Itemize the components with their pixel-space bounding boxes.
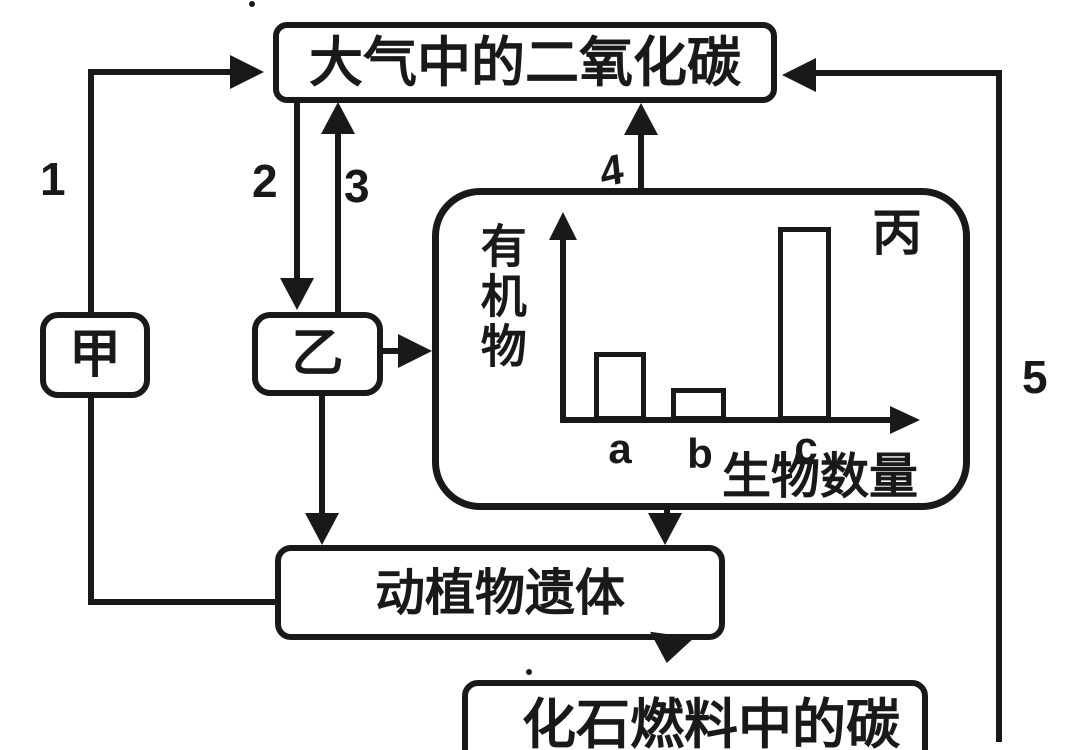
bing-panel-label: 丙 xyxy=(872,205,922,261)
node-jia-label: 甲 xyxy=(68,326,121,384)
flow-1-line-vertical xyxy=(88,69,94,315)
node-yi-label: 乙 xyxy=(291,325,344,383)
yi-to-bing-line xyxy=(383,348,401,354)
node-atmosphere-co2-label: 大气中的二氧化碳 xyxy=(309,32,741,93)
chart-x-axis-label: 生物数量 xyxy=(722,450,919,504)
flow-4-label: 4 xyxy=(597,144,626,197)
flow-2-arrowhead-icon xyxy=(280,278,314,310)
node-atmosphere-co2: 大气中的二氧化碳 xyxy=(273,22,777,103)
flow-1-arrowhead-icon xyxy=(230,55,264,89)
flow-2-line xyxy=(294,100,300,282)
flow-4-arrowhead-icon xyxy=(624,103,658,135)
chart-bar-a xyxy=(594,352,646,421)
chart-bar-b xyxy=(671,388,726,421)
flow-3-line xyxy=(335,130,341,314)
remains-to-jia-line-vertical xyxy=(88,395,94,605)
flow-5-line-horizontal xyxy=(812,70,1002,76)
bing-chart-panel xyxy=(432,188,970,510)
chart-bar-c xyxy=(778,227,831,421)
flow-5-arrowhead-icon xyxy=(782,58,816,92)
flow-2-label: 2 xyxy=(252,155,278,207)
chart-y-axis-label: 有机物 xyxy=(474,222,527,372)
yi-to-remains-line xyxy=(319,393,325,515)
flow-3-label: 3 xyxy=(344,160,370,212)
node-remains-label: 动植物遗体 xyxy=(375,564,625,621)
chart-y-axis xyxy=(560,238,566,423)
node-remains: 动植物遗体 xyxy=(275,545,725,640)
chart-x-axis xyxy=(560,417,892,423)
chart-category-b: b xyxy=(687,430,713,477)
chart-category-c: c xyxy=(794,423,818,470)
chart-y-axis-arrowhead-icon xyxy=(549,212,577,240)
node-jia: 甲 xyxy=(40,312,150,398)
chart-x-axis-arrowhead-icon xyxy=(890,406,920,434)
chart-category-a: a xyxy=(608,425,632,472)
flow-5-line-vertical xyxy=(996,70,1002,742)
flow-3-arrowhead-icon xyxy=(321,102,355,134)
scan-speck xyxy=(526,669,532,675)
bing-to-remains-line xyxy=(664,504,670,516)
bing-to-remains-arrowhead-icon xyxy=(648,513,682,545)
node-yi: 乙 xyxy=(252,312,383,396)
node-fossil-fuel-label: 化石燃料中的碳 xyxy=(522,695,900,750)
yi-to-bing-arrowhead-icon xyxy=(398,334,432,368)
node-fossil-fuel: 化石燃料中的碳 xyxy=(462,680,928,750)
flow-4-line xyxy=(638,131,644,191)
remains-to-jia-line-horizontal xyxy=(88,599,278,605)
flow-1-label: 1 xyxy=(40,153,66,205)
flow-1-line-horizontal xyxy=(88,69,234,75)
yi-to-remains-arrowhead-icon xyxy=(305,513,339,545)
scan-speck xyxy=(249,1,255,7)
flow-5-label: 5 xyxy=(1022,351,1048,403)
